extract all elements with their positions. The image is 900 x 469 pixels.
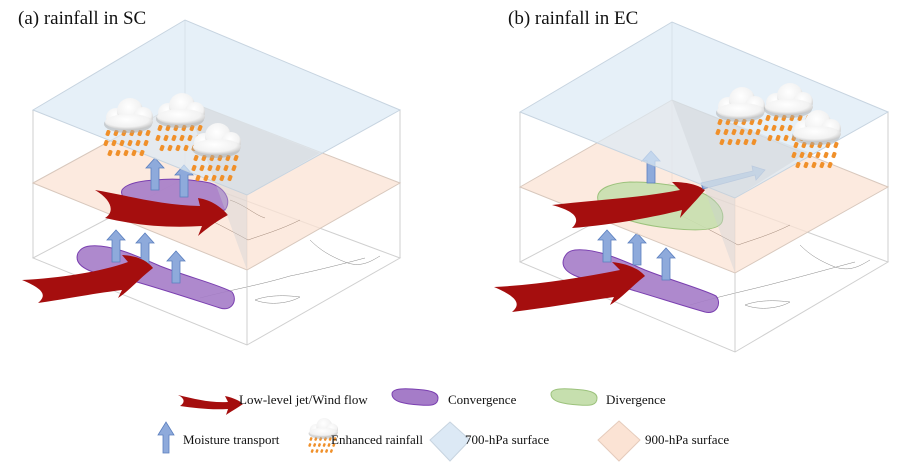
panel-b	[494, 21, 890, 353]
panel-b-rain-column	[672, 100, 808, 273]
legend-900hPa-icon	[597, 420, 641, 462]
legend-moisture-label: Moisture transport	[183, 432, 280, 447]
panel-a	[22, 19, 402, 346]
panel-b-title: (b) rainfall in EC	[508, 8, 639, 29]
legend-divergence-label: Divergence	[606, 392, 666, 407]
panel-b-jet-upper	[552, 182, 705, 228]
panel-a-jet-lower	[22, 255, 153, 303]
legend-convergence-icon	[391, 388, 439, 406]
legend-rainfall-label: Enhanced rainfall	[331, 432, 424, 447]
panel-b-jet-lower	[494, 262, 645, 312]
legend-jet-label: Low-level jet/Wind flow	[239, 392, 368, 407]
legend-jet-icon	[178, 395, 243, 415]
legend-moisture-icon	[157, 421, 175, 454]
panel-a-title: (a) rainfall in SC	[18, 8, 147, 29]
panel-a-700hPa-surface	[31, 19, 402, 196]
legend-700hPa-icon	[429, 421, 471, 462]
legend-divergence-icon	[550, 388, 598, 406]
legend-700hPa-label: 700-hPa surface	[465, 432, 550, 447]
legend-900hPa-label: 900-hPa surface	[645, 432, 730, 447]
panel-a-jet-upper	[95, 190, 228, 236]
legend	[157, 388, 641, 462]
legend-convergence-label: Convergence	[448, 392, 517, 407]
